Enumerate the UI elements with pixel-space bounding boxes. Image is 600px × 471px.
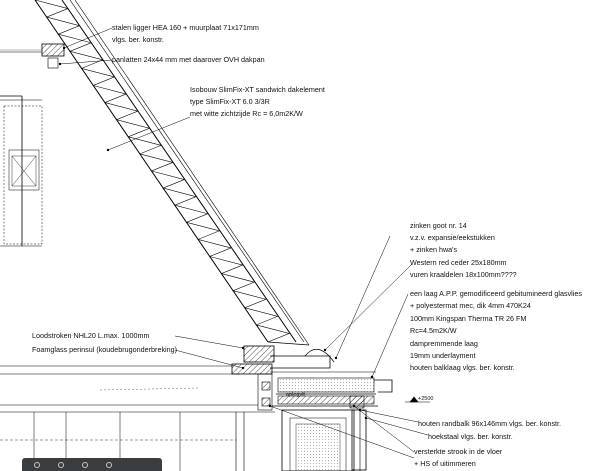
- label-ceder-1: Western red ceder 25x180mm: [410, 258, 507, 267]
- label-goot-2: v.z.v. expansie/eekstukken: [410, 233, 495, 242]
- label-dak-5: dampremmende laag: [410, 339, 478, 348]
- roof-panel: [34, 0, 310, 346]
- label-foam: Foamglass perinsul (koudebrugonderbrekin…: [32, 345, 177, 354]
- label-ceder-2: vuren kraaldelen 18x100mm????: [410, 270, 517, 279]
- label-goot-3: + zinken hwa's: [410, 245, 458, 254]
- label-dak-1: een laag A.P.P. gemodificeerd gebitumine…: [410, 289, 582, 298]
- level-marker: [405, 396, 430, 403]
- label-randbalk: houten randbalk 96x146mm vlgs. ber. kons…: [418, 419, 561, 428]
- line-icon[interactable]: [58, 461, 64, 468]
- label-isobouw-2: type SlimFix-XT 6.0 3/3R: [190, 97, 270, 106]
- measure-icon[interactable]: [34, 461, 40, 468]
- label-dak-3: 100mm Kingspan Therma TR 26 FM: [410, 314, 526, 323]
- wall-lower: [0, 365, 275, 471]
- label-isobouw-1: Isobouw SlimFix-XT sandwich dakelement: [190, 85, 325, 94]
- label-stalen-2: vlgs. ber. konstr.: [112, 35, 164, 44]
- leader-lines: [59, 27, 429, 459]
- label-dak-2: + polyestermat mec, dik 4mm 470K24: [410, 301, 531, 310]
- label-panlatten: panlatten 24x44 mm met daarover OVH dakp…: [112, 55, 265, 64]
- label-dak-7: houten balklaag vlgs. ber. konstr.: [410, 363, 515, 372]
- label-lood: Loodstroken NHL20 L.max. 1000mm: [32, 331, 149, 340]
- window-frame: [0, 95, 43, 247]
- label-goot-1: zinken goot nr. 14: [410, 221, 467, 230]
- lower-window: [281, 409, 367, 471]
- label-strook-2: + HS of uitimmeren: [414, 459, 476, 468]
- eave-detail: [231, 345, 393, 411]
- leader-arrows: [58, 46, 374, 420]
- label-strook-1: versterkte strook in de vloer: [414, 447, 503, 456]
- label-hoekstaal: hoekstaal vlgs. ber. konstr.: [428, 432, 513, 441]
- label-peil: +2500: [418, 396, 433, 402]
- label-stalen-1: stalen ligger HEA 160 + muurplaat 71x171…: [112, 23, 259, 32]
- label-aplegvlr: aplegvlt: [286, 392, 305, 398]
- label-dak-4: Rc=4.5m2K/W: [410, 326, 457, 335]
- label-isobouw-3: met witte zichtzijde Rc = 6,0m2K/W: [190, 109, 303, 118]
- viewer-toolbar[interactable]: [22, 458, 162, 471]
- label-dak-6: 19mm underlayment: [410, 351, 476, 360]
- pen-icon[interactable]: [82, 461, 88, 468]
- hea-beam: [41, 43, 65, 69]
- circle-icon[interactable]: [106, 461, 112, 468]
- truss-zigzag: [34, 0, 291, 343]
